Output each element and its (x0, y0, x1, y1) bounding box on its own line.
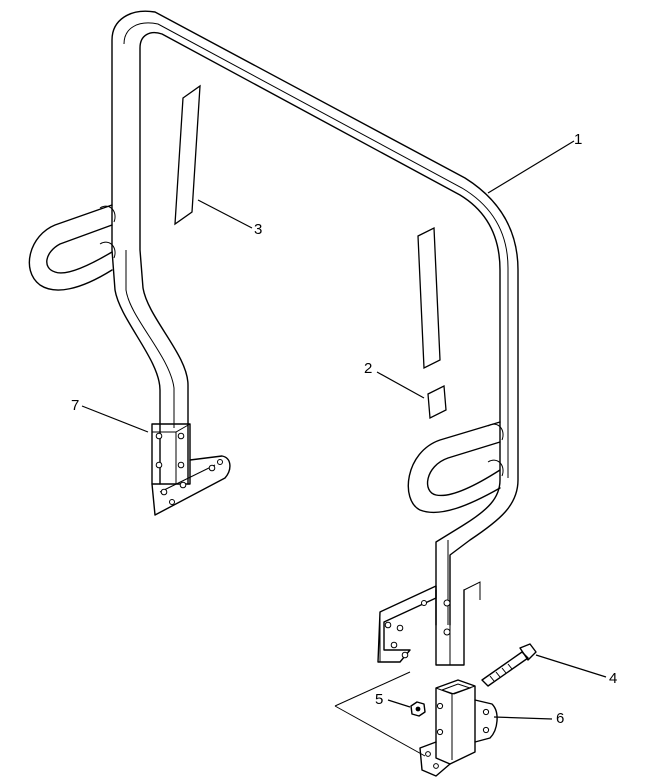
leader-1 (487, 140, 575, 194)
callout-1: 1 (574, 131, 583, 148)
leader-7 (81, 405, 149, 433)
nut (410, 701, 426, 717)
leader-5 (387, 699, 411, 708)
callout-6: 6 (556, 710, 565, 727)
callout-7: 7 (71, 397, 80, 414)
roll-bar-frame (28, 10, 519, 666)
leader-4 (535, 654, 607, 678)
machine-mount-bracket (334, 581, 481, 757)
callout-4: 4 (609, 670, 618, 687)
right-mount-bracket (419, 679, 498, 777)
leader-2 (376, 371, 425, 399)
decal-small (427, 384, 447, 420)
decal-upper-left (174, 84, 201, 226)
left-mount-bracket (151, 423, 231, 516)
callout-5: 5 (375, 691, 384, 708)
leader-3 (197, 199, 253, 229)
callout-3: 3 (254, 221, 263, 238)
leader-6 (493, 716, 553, 720)
callout-2: 2 (364, 360, 373, 377)
bolt (481, 643, 537, 687)
decal-long-right (417, 226, 441, 370)
